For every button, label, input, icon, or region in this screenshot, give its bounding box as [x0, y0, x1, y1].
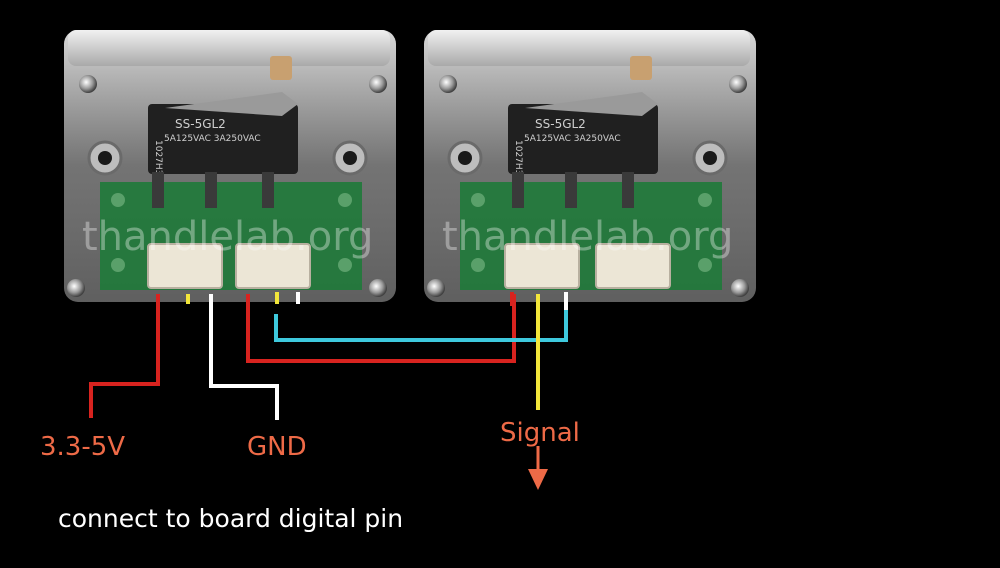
- watermark-text: thandlelab.org: [82, 214, 373, 260]
- wire-ground: [209, 294, 279, 420]
- switch-model-text: SS-5GL2: [175, 117, 226, 131]
- signal-label: Signal: [500, 418, 580, 448]
- pcb-hole-icon: [111, 193, 125, 207]
- mount-hole-icon: [98, 151, 112, 165]
- switch-date-code-text: 1027H3: [513, 140, 523, 175]
- limit-switch-module-2: SS-5GL2 5A125VAC 3A250VAC 1027H3 thandle…: [424, 30, 756, 302]
- pcb-hole-icon: [698, 258, 712, 272]
- screw-icon: [67, 279, 85, 297]
- micro-switch-body: [148, 104, 298, 174]
- pcb-hole-icon: [111, 258, 125, 272]
- limit-switch-module-1: SS-5GL2 5A125VAC 3A250VAC 1027H3 thandle…: [64, 30, 396, 302]
- pcb-hole-icon: [471, 258, 485, 272]
- screw-icon: [79, 75, 97, 93]
- switch-date-code-text: 1027H3: [153, 140, 163, 175]
- pcb-board: [460, 182, 722, 290]
- wire-power-link: [246, 294, 516, 363]
- pcb-hole-icon: [698, 193, 712, 207]
- switch-lever-arm-icon: [525, 92, 658, 116]
- screw-icon: [369, 75, 387, 93]
- screw-icon: [729, 75, 747, 93]
- switch-terminal: [565, 172, 577, 208]
- wire-power: [89, 294, 160, 418]
- screw-icon: [369, 279, 387, 297]
- switch-terminal: [152, 172, 164, 208]
- pcb-hole-icon: [471, 193, 485, 207]
- switch-terminal: [512, 172, 524, 208]
- housing-top-cap: [428, 30, 750, 66]
- pcb-hole-icon: [338, 258, 352, 272]
- actuator-lever: [630, 56, 652, 80]
- switch-lever-arm-icon: [165, 92, 298, 116]
- jst-connector-left: [504, 243, 580, 289]
- actuator-lever: [270, 56, 292, 80]
- switch-terminal: [205, 172, 217, 208]
- screw-icon: [427, 279, 445, 297]
- micro-switch-body: [508, 104, 658, 174]
- switch-rating-text: 5A125VAC 3A250VAC: [164, 134, 261, 144]
- instruction-note: connect to board digital pin: [58, 504, 404, 533]
- power-label: 3.3-5V: [40, 432, 126, 462]
- jst-connector-left: [147, 243, 223, 289]
- pcb-hole-icon: [338, 193, 352, 207]
- mount-hole-icon: [458, 151, 472, 165]
- housing-top-cap: [68, 30, 390, 66]
- arrow-down-icon: [528, 469, 548, 490]
- jst-connector-right: [595, 243, 671, 289]
- mount-hole-icon: [703, 151, 717, 165]
- wire-link: [274, 308, 568, 342]
- wires: [89, 292, 568, 420]
- screw-icon: [439, 75, 457, 93]
- switch-terminal: [622, 172, 634, 208]
- switch-model-text: SS-5GL2: [535, 117, 586, 131]
- ground-label: GND: [247, 432, 307, 462]
- watermark-text: thandlelab.org: [442, 214, 733, 260]
- switch-terminal: [262, 172, 274, 208]
- screw-icon: [731, 279, 749, 297]
- pcb-board: [100, 182, 362, 290]
- mount-hole-icon: [343, 151, 357, 165]
- switch-rating-text: 5A125VAC 3A250VAC: [524, 134, 621, 144]
- jst-connector-right: [235, 243, 311, 289]
- signal-arrow: [528, 446, 548, 490]
